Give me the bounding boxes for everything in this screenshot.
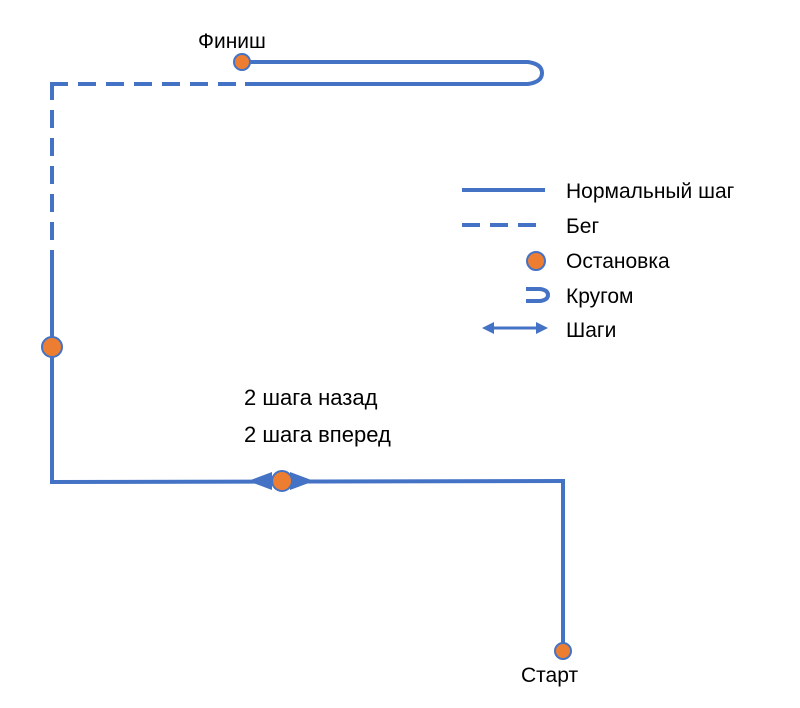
legend-stop-swatch [526, 251, 546, 271]
legend: Нормальный шаг Бег Остановка Кругом Шаги [462, 180, 735, 342]
legend-run-label: Бег [566, 215, 599, 238]
stop-marker-finish [233, 53, 251, 71]
legend-stop-label: Остановка [566, 250, 670, 273]
stop-marker-left [41, 336, 63, 358]
route-turnaround-loop [245, 60, 545, 86]
legend-turnaround-swatch [526, 287, 551, 303]
steps-back-label: 2 шага назад [244, 385, 378, 410]
step-arrow-left [248, 472, 272, 490]
legend-steps-label: Шаги [566, 319, 616, 342]
steps-forward-label: 2 шага вперед [244, 422, 391, 447]
legend-turnaround-label: Кругом [566, 285, 634, 308]
legend-steps-swatch [482, 322, 548, 334]
step-arrow-right [290, 472, 314, 490]
stop-marker-start [554, 642, 572, 660]
legend-normal-step-label: Нормальный шаг [566, 180, 735, 203]
finish-label: Финиш [198, 30, 266, 53]
stop-marker-middle [271, 470, 293, 492]
start-label: Старт [521, 664, 578, 687]
